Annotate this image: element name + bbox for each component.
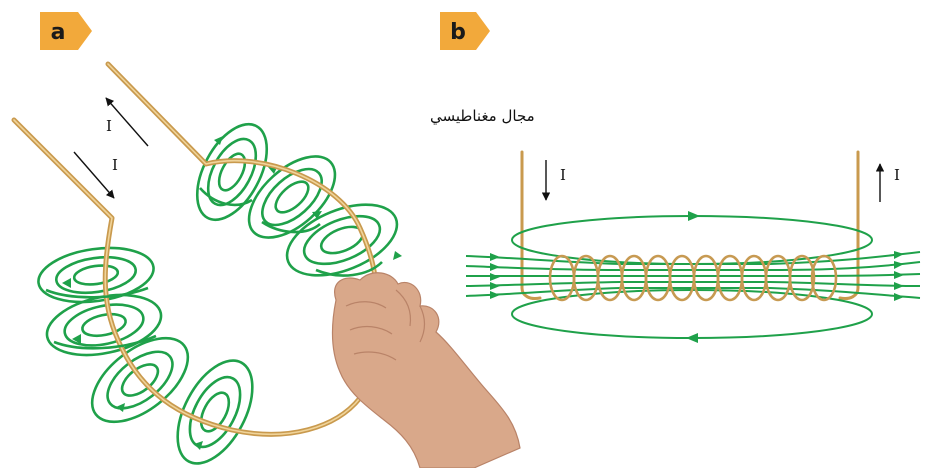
current-label-a-up: I xyxy=(106,117,112,135)
solenoid-coil xyxy=(548,254,838,302)
current-label-b-right: I xyxy=(894,166,900,184)
panel-a: a I I مجال مغناطيسي xyxy=(11,12,535,468)
panel-b: b I I xyxy=(440,12,921,343)
panel-b-label: b xyxy=(450,20,466,45)
field-rings-front-a xyxy=(45,187,383,350)
panel-a-badge: a xyxy=(40,12,92,50)
hand-illustration xyxy=(331,272,521,468)
current-arrow-up xyxy=(105,97,149,147)
current-label-b-left: I xyxy=(560,166,566,184)
solenoid-leads xyxy=(520,150,860,300)
magnetic-field-label: مجال مغناطيسي xyxy=(430,107,535,126)
current-label-a-down: I xyxy=(112,156,118,174)
panel-b-badge: b xyxy=(440,12,490,50)
panel-a-label: a xyxy=(51,20,66,45)
current-arrow-down xyxy=(73,151,115,199)
